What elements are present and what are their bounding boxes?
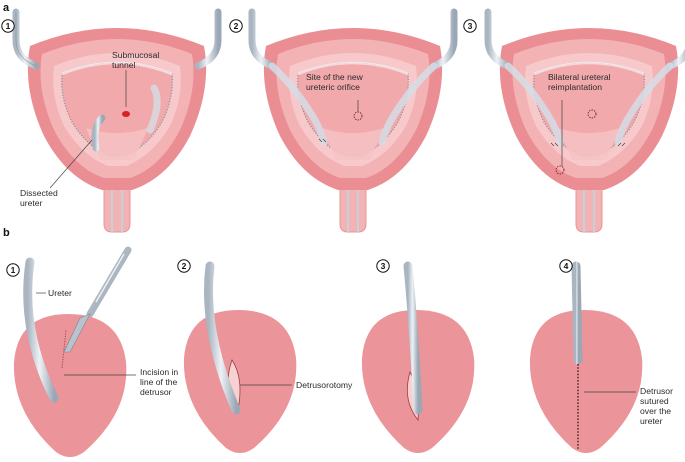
leader-line [49, 139, 93, 189]
label-ureter: Ureter [48, 288, 72, 298]
label-detrusor-sutured: Detrusor sutured over the ureter [640, 386, 675, 426]
label-detrusorotomy: Detrusorotomy [296, 380, 353, 390]
step-a1: 1 Submucosal tunnel Dissected ureter [1, 8, 222, 234]
step-number-circle [229, 19, 243, 33]
step-number: 1 [6, 21, 11, 31]
panel-b-label: b [3, 227, 10, 239]
scalpel-icon [63, 246, 132, 353]
step-b4: 4 Detrusor sutured over the ureter [529, 259, 675, 453]
ureter [571, 261, 583, 365]
tunnel-mark [122, 111, 130, 117]
step-number-circle [177, 259, 191, 273]
detrusor-tissue [183, 310, 297, 453]
step-number-circle [463, 19, 477, 33]
label-bilateral-reimplantation: Bilateral ureteral reimplantation [548, 72, 613, 92]
label-submucosal-tunnel: Submucosal tunnel [112, 50, 162, 70]
step-number: 2 [234, 21, 239, 31]
step-number-circle [1, 19, 15, 33]
detrusor-tissue [529, 310, 643, 453]
label-dissected-ureter: Dissected ureter [20, 188, 60, 208]
step-number: 2 [182, 261, 187, 271]
label-incision: Incision in line of the detrusor [140, 367, 181, 397]
ureter [23, 257, 59, 403]
step-b1: 1 Ureter Incision in line of the detruso… [6, 246, 181, 457]
step-a3: 3 Bilateral ureteral reimplantation [463, 8, 685, 234]
ureter [403, 261, 423, 415]
label-new-ureteric-orifice: Site of the new ureteric orifice [306, 72, 365, 92]
step-number: 3 [381, 261, 386, 271]
step-number-circle [559, 259, 573, 273]
step-number: 3 [468, 21, 473, 31]
ureter [204, 261, 241, 415]
panel-a-label: a [3, 2, 10, 14]
step-number-circle [376, 259, 390, 273]
bladder-cross-section [262, 26, 444, 234]
step-number-circle [6, 263, 20, 277]
step-a2: 2 Site of the new ureteric orifice [229, 8, 458, 234]
step-b2: 2 Detrusorotomy [177, 259, 353, 453]
step-number: 1 [11, 265, 16, 275]
step-number: 4 [564, 261, 569, 271]
step-b3: 3 [361, 259, 475, 453]
bladder-cross-section [498, 26, 680, 234]
